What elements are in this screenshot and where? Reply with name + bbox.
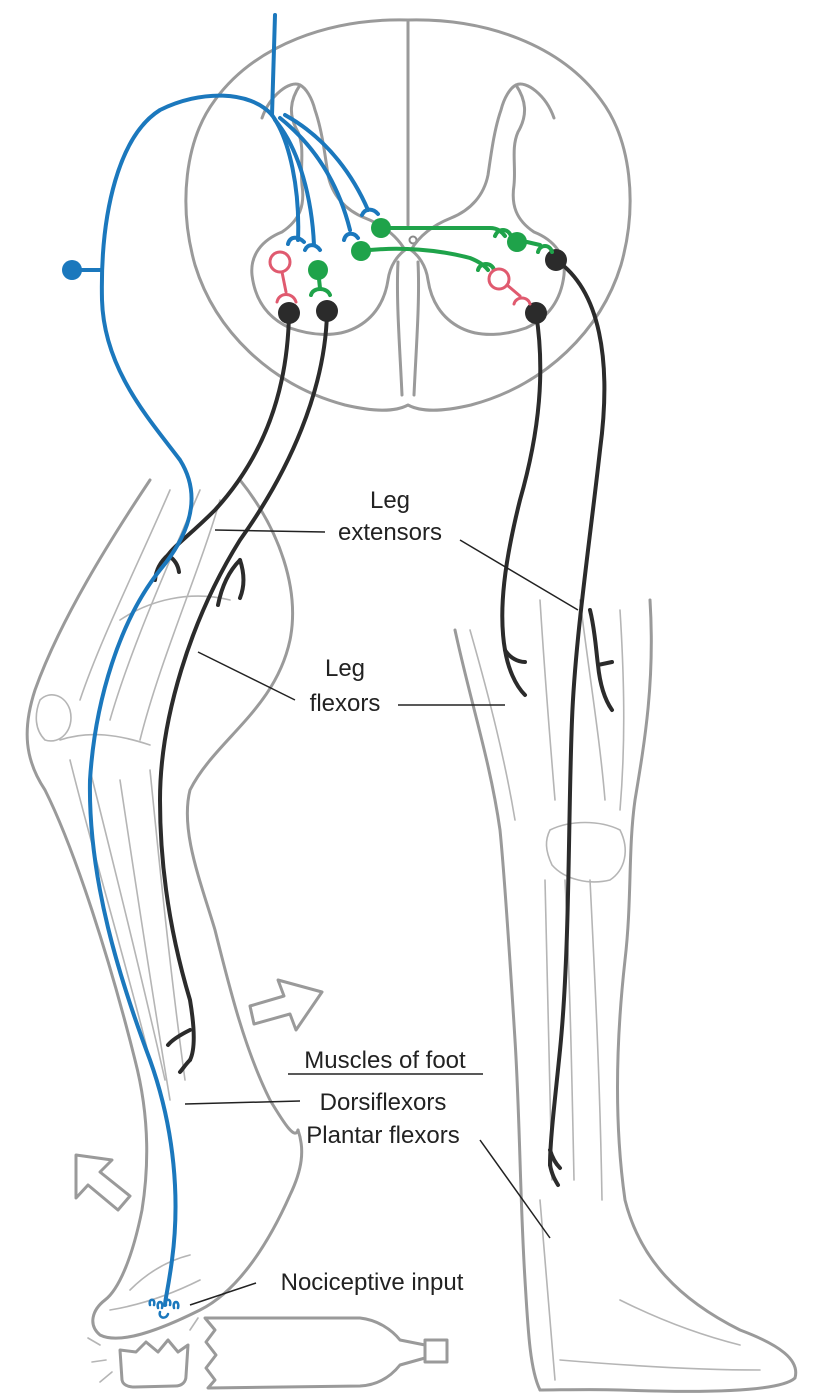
motor-axon-right-extensor-branch-foot [548,1148,562,1187]
nociceptive-afferent [62,13,380,1319]
afferent-branch-4 [283,113,370,212]
dorsal-root-left [260,82,302,120]
right-knee-lines [545,821,626,883]
motor-neurons [153,249,614,1187]
motor-axon-left-foot-branch-b [178,1058,192,1074]
right-leg-outer-outline [538,598,798,1393]
excitatory-interneurons [308,218,554,297]
label-leg-extensors-line2: extensors [338,519,442,546]
bottle-shard [118,1338,190,1389]
motor-neuron-left-extensor-soma [278,302,300,324]
excitatory-synapse-right-extensor [536,244,554,254]
gray-matter-right [409,83,566,336]
afferent-fiber-main [87,93,274,1307]
motor-neuron-right-flexor-soma [525,302,547,324]
label-leg-flexors-line2: flexors [310,690,381,717]
motor-neuron-left-flexor-soma [316,300,338,322]
left-foot-lines [109,1254,201,1311]
labels: Leg extensors Leg flexors Muscles of foo… [281,487,466,1296]
left-knee-lines [35,694,151,746]
dorsal-root-fiber [270,13,277,117]
leader-dorsiflexors [184,1100,301,1105]
right-leg-supporting [453,598,798,1393]
label-dorsiflexors: Dorsiflexors [320,1089,447,1116]
left-leg-withdrawing [25,478,304,1340]
afferent-terminal-4 [360,207,380,217]
motor-axon-right-extensor [548,258,607,1167]
dorsal-root-right [514,82,556,120]
leader-leg-extensors-left [214,529,326,533]
motor-axon-left-flexor-branch-thigh-a [216,558,242,607]
commissural-interneuron-lower-soma [351,241,371,261]
afferent-terminal-3 [342,231,360,242]
commissural-interneuron-upper-soma [371,218,391,238]
right-thigh-muscle-lines [469,599,625,821]
dorsal-root-ganglion-soma [62,260,82,280]
left-leg-front-outline [185,478,300,1135]
withdrawal-arrow-icon [74,1153,132,1212]
leader-leg-extensors-right [459,539,579,611]
arrow-up-right-icon [248,978,324,1032]
spinal-cord-cross-section [184,18,632,412]
broken-bottle [87,1316,449,1390]
commissural-interneuron-upper-axon [379,226,507,238]
label-muscles-of-foot: Muscles of foot [304,1047,466,1074]
excitatory-synapse-left-flexor [309,287,332,297]
inhibitory-synapse-right-flexor [512,296,532,306]
inhibitory-interneuron-right-axon [505,283,522,298]
left-thigh-muscle-lines [79,489,231,741]
motor-axon-left-foot-branch-a [166,1028,192,1047]
motor-axon-left-flexor-branch-thigh-b [238,558,246,600]
leader-plantar-flexors [479,1139,551,1239]
excitatory-interneuron-right-axon [525,240,542,247]
afferent-terminal-2 [303,243,322,252]
commissural-synapse-lower [476,262,496,272]
excitatory-interneuron-left-soma [308,260,328,280]
free-nerve-endings [148,1298,180,1319]
label-plantar-flexors: Plantar flexors [306,1122,459,1149]
leader-nociceptive-input [189,1282,257,1306]
inhibitory-synapse-left-extensor [275,293,298,304]
motor-axon-right-flexor [500,311,543,652]
right-leg-inner-outline [453,628,542,1392]
motor-axon-right-extensor-branch-thigh [588,608,614,712]
motor-axon-left-flexor [157,311,329,1062]
excitatory-interneuron-right-soma [507,232,527,252]
right-foot-lines [559,1299,761,1371]
bottle-shatter-marks [87,1317,199,1383]
spinal-cord-outline [184,18,632,412]
inhibitory-interneurons [268,250,532,306]
right-shin-lines [539,879,603,1381]
motor-neuron-right-extensor-soma [545,249,567,271]
inhibitory-interneuron-left-axon [280,270,288,294]
leader-leg-flexors-left [197,651,296,701]
anterior-median-fissure [395,260,421,397]
afferent-branch-2 [273,118,316,247]
inhibitory-interneuron-right-soma [487,267,511,291]
motor-axon-left-extensor [166,311,291,557]
label-nociceptive-input: Nociceptive input [281,1269,464,1296]
bottle-neck [423,1338,449,1364]
inhibitory-interneuron-left-soma [268,250,292,274]
left-shin-lines [69,759,186,1101]
afferent-branch-3 [278,116,352,232]
label-leg-flexors-line1: Leg [325,655,365,682]
afferent-terminal-1 [286,235,306,246]
commissural-synapse-upper [493,228,513,238]
label-leg-extensors-line1: Leg [370,487,410,514]
left-leg-back-outline [25,478,304,1340]
flexion-arrow-icon [248,978,324,1032]
leader-lines [184,529,579,1306]
motor-axon-right-flexor-branch-b [503,648,527,697]
arrow-up-left-icon [74,1153,132,1212]
bottle-body [203,1316,427,1390]
